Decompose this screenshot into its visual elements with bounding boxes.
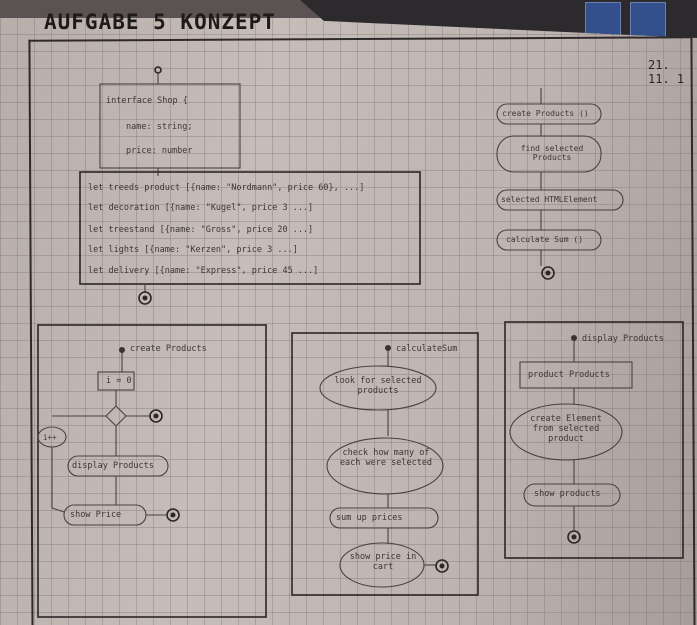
- calc-node-label: check how many of each were selected: [339, 448, 433, 468]
- interface-line: name: string;: [126, 122, 193, 132]
- data-line: let treestand [{name: "Gross", price 20 …: [88, 225, 314, 235]
- calc-node-label: sum up prices: [336, 513, 403, 523]
- create-panel: [37, 324, 267, 618]
- data-line: let treeds product [{name: "Nordmann", p…: [88, 183, 365, 193]
- display-node-1: [519, 361, 633, 389]
- init-label: i = 0: [106, 376, 132, 386]
- end-node: [138, 291, 152, 305]
- right-end-node: [541, 266, 555, 280]
- right-node-label: find selected Products: [520, 144, 584, 162]
- interface-line: price: number: [126, 146, 193, 156]
- create-node-label: show Price: [70, 510, 122, 520]
- display-node-label: create Element from selected product: [530, 414, 602, 444]
- display-panel-label: display Products: [582, 334, 664, 344]
- create-panel-label: create Products: [130, 344, 207, 354]
- data-box: [79, 171, 421, 285]
- right-node-2: [496, 135, 602, 173]
- right-node-label: selected HTMLElement: [501, 195, 598, 204]
- display-panel: [504, 321, 684, 559]
- create-node-1: [67, 455, 169, 477]
- right-node-3: [496, 189, 624, 211]
- calc-panel-label: calculateSum: [396, 344, 458, 354]
- right-node-1: [496, 103, 602, 125]
- display-node-label: show products: [534, 489, 601, 499]
- calc-node-label: look for selected products: [334, 376, 422, 396]
- display-node-3: [523, 483, 621, 507]
- data-line: let lights [{name: "Kerzen", price 3 ...…: [88, 245, 298, 255]
- start-node: [154, 66, 162, 74]
- calc-node-1: [319, 365, 437, 411]
- date-label: 21. 11. 1: [648, 58, 685, 86]
- display-node-2: [509, 403, 623, 461]
- calc-node-2: [326, 437, 444, 495]
- display-node-label: product Products: [528, 370, 610, 380]
- calc-panel: [291, 332, 479, 596]
- right-node-label: create Products (): [502, 109, 589, 118]
- end-node-dot: [142, 295, 148, 301]
- right-node-4: [496, 229, 602, 251]
- interface-line: interface Shop {: [106, 96, 188, 106]
- calc-node-label: show price in cart: [349, 552, 417, 572]
- data-line: let delivery [{name: "Express", price 45…: [88, 266, 319, 276]
- page-title: AUFGABE 5 KONZEPT: [44, 10, 276, 34]
- right-node-label: calculate Sum (): [506, 235, 584, 244]
- calc-node-3: [329, 507, 439, 529]
- create-node-label: display Products: [72, 461, 154, 471]
- increment-label: i++: [43, 433, 57, 442]
- data-line: let decoration [{name: "Kugel", price 3 …: [88, 203, 314, 213]
- interface-box: [99, 83, 241, 169]
- decision-node: [105, 405, 127, 427]
